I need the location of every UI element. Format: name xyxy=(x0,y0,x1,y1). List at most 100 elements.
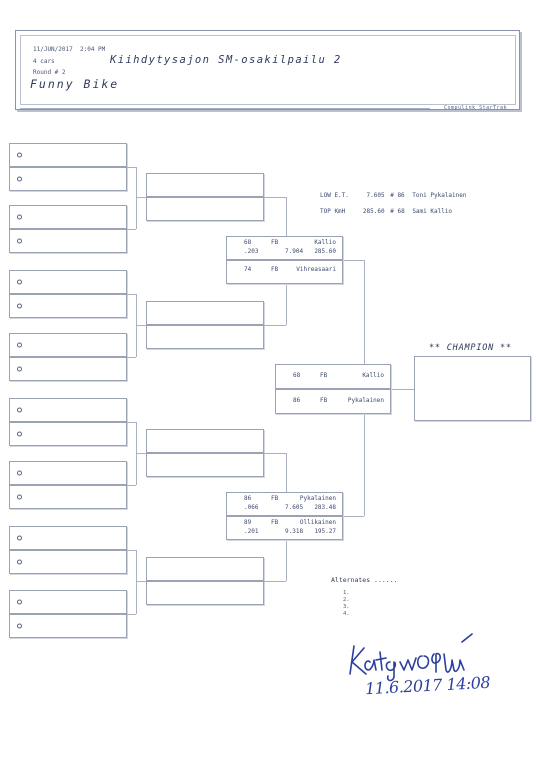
slot-marker-icon xyxy=(17,152,22,158)
slot-marker-icon xyxy=(17,303,22,309)
round1-slot xyxy=(9,143,127,167)
connector-line xyxy=(391,389,403,390)
alternate-item: 4. xyxy=(343,611,350,617)
driver-name: Kallio xyxy=(314,239,336,246)
brand-label: Compulink StarTrak xyxy=(444,105,508,111)
connector-line xyxy=(136,550,137,614)
quarterfinal-slot xyxy=(146,581,264,605)
car-number: 68 xyxy=(244,239,252,246)
connector-line xyxy=(127,167,136,168)
driver-name: Pykalainen xyxy=(299,495,336,502)
low-et-driver: Toni Pykalainen xyxy=(412,192,467,199)
connector-line xyxy=(136,453,146,454)
elapsed-time: 7.904 xyxy=(285,248,304,255)
slot-marker-icon xyxy=(17,535,22,541)
quarterfinal-slot xyxy=(146,557,264,581)
round1-slot xyxy=(9,614,127,638)
alternates-title: Alternates ...... xyxy=(331,576,398,584)
round1-slot xyxy=(9,294,127,318)
slot-marker-icon xyxy=(17,559,22,565)
slot-marker-icon xyxy=(17,279,22,285)
round1-slot xyxy=(9,205,127,229)
slot-marker-icon xyxy=(17,599,22,605)
round1-slot xyxy=(9,461,127,485)
champion-box xyxy=(414,356,531,421)
handwritten-signature xyxy=(349,633,473,682)
connector-line xyxy=(136,325,146,326)
reaction-time: .066 xyxy=(244,504,259,511)
connector-line xyxy=(364,414,365,516)
low-et-value: 7.605 xyxy=(366,192,385,199)
champion-label: ** CHAMPION ** xyxy=(429,343,512,353)
class-code: FB xyxy=(320,397,328,404)
connector-line xyxy=(264,197,286,198)
connector-line xyxy=(136,197,146,198)
top-speed-car: # 68 xyxy=(390,208,405,215)
final-top-slot: 68 FB Kallio xyxy=(275,364,391,389)
slot-marker-icon xyxy=(17,431,22,437)
round1-slot xyxy=(9,167,127,191)
top-speed-value: 285.60 xyxy=(362,208,385,215)
header-date: 11/JUN/2017 xyxy=(33,46,73,53)
driver-name: Ollikainen xyxy=(299,519,336,526)
alternate-item: 2. xyxy=(343,597,350,603)
class-code: FB xyxy=(271,519,279,526)
connector-line xyxy=(136,581,146,582)
class-name: Funny Bike xyxy=(30,77,120,91)
header-inner-frame xyxy=(20,35,516,105)
quarterfinal-slot xyxy=(146,173,264,197)
connector-line xyxy=(127,614,136,615)
connector-line xyxy=(127,422,136,423)
header-cars: 4 cars xyxy=(33,58,55,65)
header-footer-rule xyxy=(20,108,430,109)
low-et-label: LOW E.T. xyxy=(320,192,349,199)
round1-slot xyxy=(9,357,127,381)
connector-line xyxy=(343,260,364,261)
round1-slot xyxy=(9,550,127,574)
top-speed-driver: Sami Kallio xyxy=(412,208,453,215)
slot-marker-icon xyxy=(17,623,22,629)
slot-marker-icon xyxy=(17,214,22,220)
header-round: Round # 2 xyxy=(33,69,66,76)
connector-line xyxy=(127,485,136,486)
slot-marker-icon xyxy=(17,176,22,182)
alternate-item: 3. xyxy=(343,604,350,610)
round1-slot xyxy=(9,398,127,422)
quarterfinal-slot xyxy=(146,197,264,221)
connector-line xyxy=(403,389,414,390)
reaction-time: .203 xyxy=(244,248,259,255)
round1-slot xyxy=(9,526,127,550)
slot-marker-icon xyxy=(17,342,22,348)
car-number: 89 xyxy=(244,519,252,526)
semifinal-lower-top-slot: 86 FB Pykalainen .066 7.605 283.48 xyxy=(226,492,343,516)
elapsed-time: 7.605 xyxy=(285,504,304,511)
slot-marker-icon xyxy=(17,494,22,500)
round1-slot xyxy=(9,333,127,357)
signature-date: 11.6.2017 14:08 xyxy=(364,672,505,708)
driver-name: Kallio xyxy=(362,372,384,379)
connector-line xyxy=(343,516,364,517)
header-frame xyxy=(15,30,520,110)
driver-name: Vihreasaari xyxy=(296,266,336,273)
round1-slot xyxy=(9,270,127,294)
class-code: FB xyxy=(271,239,279,246)
alternates-list: 1. 2. 3. 4. xyxy=(343,590,350,618)
connector-line xyxy=(127,550,136,551)
signature-date-text: 11.6.2017 14:08 xyxy=(364,672,491,699)
slot-marker-icon xyxy=(17,366,22,372)
connector-line xyxy=(264,453,286,454)
car-number: 74 xyxy=(244,266,252,273)
round1-slot xyxy=(9,229,127,253)
semifinal-lower-bottom-slot: 89 FB Ollikainen .201 9.318 195.27 xyxy=(226,516,343,540)
slot-marker-icon xyxy=(17,238,22,244)
header-time: 2:04 PM xyxy=(80,46,106,53)
quarterfinal-slot xyxy=(146,453,264,477)
connector-line xyxy=(127,357,136,358)
connector-line xyxy=(127,294,136,295)
class-code: FB xyxy=(320,372,328,379)
speed: 195.27 xyxy=(314,528,336,535)
semifinal-upper-top-slot: 68 FB Kallio .203 7.904 285.60 xyxy=(226,236,343,260)
quarterfinal-slot xyxy=(146,301,264,325)
elapsed-time: 9.318 xyxy=(285,528,304,535)
connector-line xyxy=(364,260,365,364)
